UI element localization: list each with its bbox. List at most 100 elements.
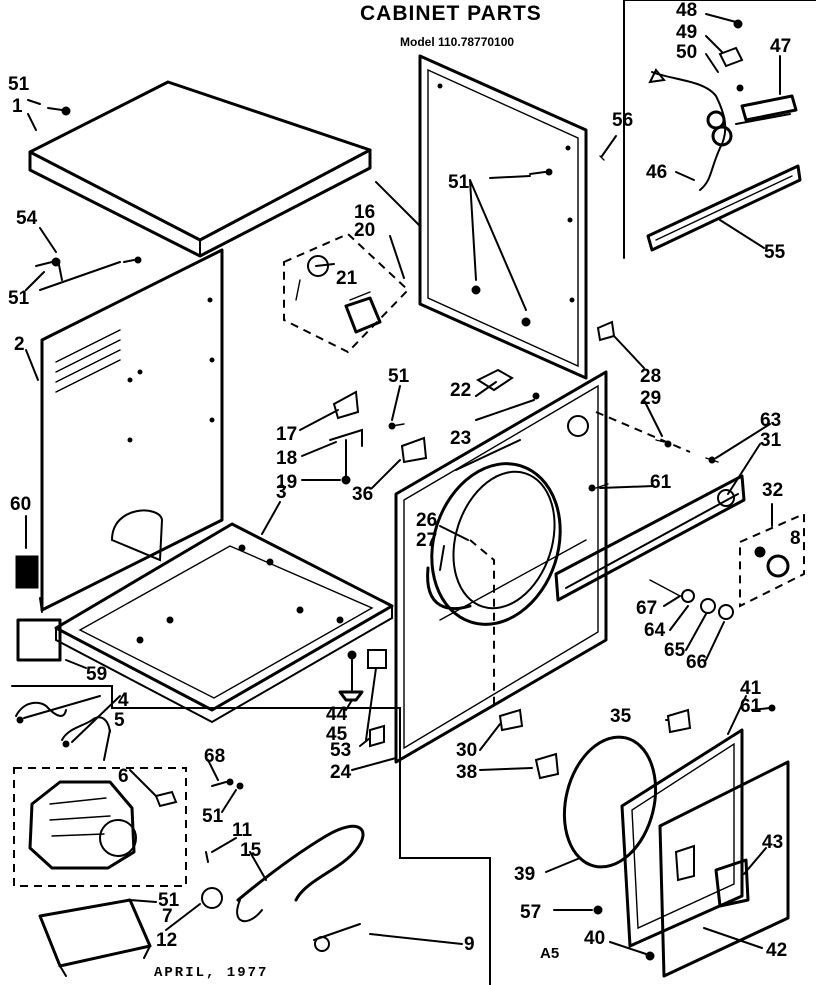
part-28-clip bbox=[596, 320, 616, 342]
label-40: 40 bbox=[584, 928, 605, 949]
label-20: 20 bbox=[354, 220, 375, 241]
label-51: 51 bbox=[202, 806, 224, 827]
label-51: 51 bbox=[388, 366, 410, 387]
label-30: 30 bbox=[456, 740, 477, 761]
label-64: 64 bbox=[644, 620, 666, 641]
part-59-strip bbox=[16, 618, 62, 662]
base-panel bbox=[54, 522, 394, 724]
label-31: 31 bbox=[760, 430, 782, 451]
power-cord-group bbox=[623, 0, 816, 259]
label-55: 55 bbox=[764, 242, 786, 263]
label-67: 67 bbox=[636, 598, 657, 619]
label-28: 28 bbox=[640, 366, 661, 387]
label-8: 8 bbox=[790, 528, 801, 549]
control-panel-strip bbox=[554, 474, 746, 602]
label-53: 53 bbox=[330, 740, 351, 761]
part-22-bracket bbox=[475, 368, 540, 400]
label-11: 11 bbox=[232, 820, 253, 841]
label-51: 51 bbox=[448, 172, 470, 193]
door-catch bbox=[469, 539, 524, 732]
top-panel bbox=[28, 80, 372, 258]
front-panel bbox=[394, 370, 608, 764]
label-42: 42 bbox=[766, 940, 787, 961]
label-49: 49 bbox=[676, 22, 697, 43]
label-35: 35 bbox=[610, 706, 632, 727]
side-panel bbox=[39, 248, 224, 613]
diagram-date: APRIL, 1977 bbox=[154, 965, 268, 981]
label-51: 51 bbox=[158, 890, 180, 911]
model-number: Model 110.78770100 bbox=[400, 35, 514, 49]
label-38: 38 bbox=[456, 762, 477, 783]
leveling-leg bbox=[338, 650, 364, 702]
label-46: 46 bbox=[646, 162, 667, 183]
rear-frame bbox=[418, 54, 588, 380]
part-60-tag bbox=[15, 555, 39, 589]
part-51-screw-mid bbox=[388, 422, 405, 430]
label-24: 24 bbox=[330, 762, 352, 783]
label-6: 6 bbox=[118, 766, 129, 787]
label-17: 17 bbox=[276, 424, 297, 445]
label-44: 44 bbox=[326, 704, 348, 725]
part-63-screw bbox=[705, 456, 719, 464]
label-50: 50 bbox=[676, 42, 697, 63]
drum-seal bbox=[426, 566, 472, 610]
leg-bracket bbox=[367, 649, 387, 669]
label-66: 66 bbox=[686, 652, 707, 673]
label-47: 47 bbox=[770, 36, 791, 57]
label-36: 36 bbox=[352, 484, 373, 505]
part-36-switch bbox=[400, 436, 428, 464]
pulley-parts bbox=[201, 778, 365, 952]
label-3: 3 bbox=[276, 482, 287, 503]
label-63: 63 bbox=[760, 410, 781, 431]
label-19: 19 bbox=[276, 472, 297, 493]
long-bracket bbox=[595, 411, 691, 453]
label-56: 56 bbox=[612, 110, 633, 131]
door-assembly bbox=[562, 704, 790, 978]
label-54: 54 bbox=[16, 208, 38, 229]
label-61: 61 bbox=[740, 696, 762, 717]
part-38-hinge bbox=[534, 752, 560, 780]
label-61: 61 bbox=[650, 472, 672, 493]
motor-box bbox=[11, 685, 491, 985]
label-60: 60 bbox=[10, 494, 31, 515]
part-53-tag bbox=[369, 724, 385, 748]
label-4: 4 bbox=[118, 690, 129, 711]
label-51: 51 bbox=[8, 74, 30, 95]
label-15: 15 bbox=[240, 840, 262, 861]
label-48: 48 bbox=[676, 0, 697, 21]
timer-group bbox=[739, 512, 805, 608]
label-68: 68 bbox=[204, 746, 225, 767]
label-16: 16 bbox=[354, 202, 375, 223]
motor-mount bbox=[38, 898, 152, 977]
door-switch bbox=[329, 390, 363, 485]
label-45: 45 bbox=[326, 724, 348, 745]
thermostat-group bbox=[283, 232, 410, 354]
label-39: 39 bbox=[514, 864, 535, 885]
frame-screws bbox=[471, 155, 605, 327]
label-5: 5 bbox=[114, 710, 125, 731]
label-18: 18 bbox=[276, 448, 297, 469]
label-29: 29 bbox=[640, 388, 661, 409]
diagram-code: A5 bbox=[540, 945, 559, 962]
diagram-title: CABINET PARTS bbox=[360, 2, 542, 25]
label-7: 7 bbox=[162, 906, 173, 927]
label-23: 23 bbox=[450, 428, 471, 449]
label-26: 26 bbox=[416, 510, 437, 531]
part-61-screw bbox=[588, 483, 609, 492]
label-41: 41 bbox=[740, 678, 762, 699]
knob-parts bbox=[649, 579, 734, 620]
label-43: 43 bbox=[762, 832, 783, 853]
label-9: 9 bbox=[464, 934, 475, 955]
label-32: 32 bbox=[762, 480, 783, 501]
label-59: 59 bbox=[86, 664, 107, 685]
top-screw bbox=[47, 106, 71, 116]
label-65: 65 bbox=[664, 640, 686, 661]
label-22: 22 bbox=[450, 380, 471, 401]
label-51: 51 bbox=[8, 288, 30, 309]
label-12: 12 bbox=[156, 930, 177, 951]
callout-labels: 51 1 54 51 2 60 59 3 16 20 21 51 56 51 1… bbox=[8, 0, 801, 961]
label-21: 21 bbox=[336, 268, 358, 289]
leader-lines bbox=[23, 13, 781, 955]
